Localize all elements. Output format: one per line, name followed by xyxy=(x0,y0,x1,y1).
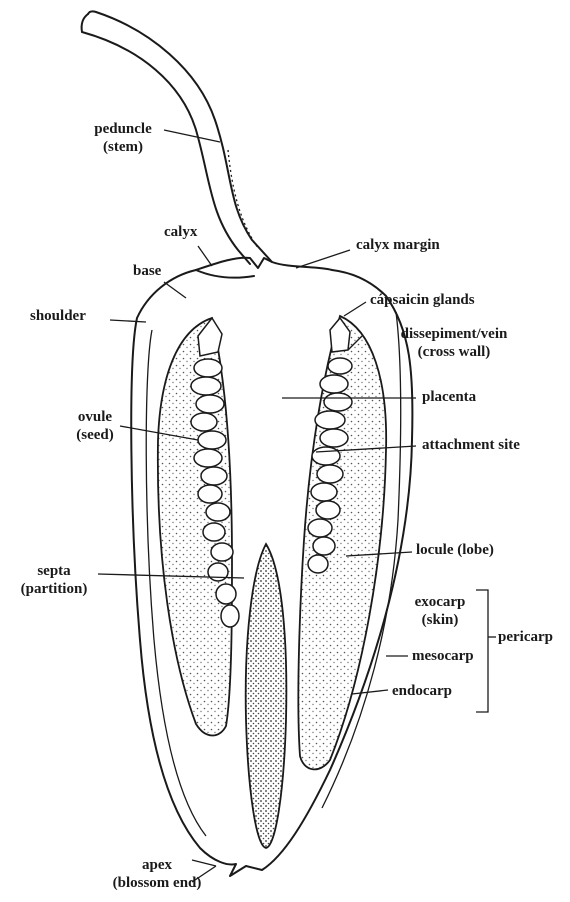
stem-text: (stem) xyxy=(78,138,168,156)
label-dissepiment: dissepiment/vein (cross wall) xyxy=(364,325,544,361)
skin-text: (skin) xyxy=(404,611,476,629)
septa-text: septa xyxy=(6,562,102,580)
label-base: base xyxy=(133,262,161,280)
label-pericarp: pericarp xyxy=(498,628,553,646)
label-septa: septa (partition) xyxy=(6,562,102,598)
label-apex: apex (blossom end) xyxy=(92,856,222,892)
pericarp-bracket xyxy=(476,590,496,712)
apex-text: apex xyxy=(92,856,222,874)
label-peduncle: peduncle (stem) xyxy=(78,120,168,156)
label-mesocarp: mesocarp xyxy=(412,647,474,665)
septum-center xyxy=(246,544,287,848)
partition-text: (partition) xyxy=(6,580,102,598)
label-calyx: calyx xyxy=(164,223,197,241)
cross-wall-text: (cross wall) xyxy=(364,343,544,361)
peduncle-text: peduncle xyxy=(78,120,168,138)
seed-text: (seed) xyxy=(62,426,128,444)
label-exocarp: exocarp (skin) xyxy=(404,593,476,629)
dissepiment-text: dissepiment/vein xyxy=(364,325,544,343)
label-endocarp: endocarp xyxy=(392,682,452,700)
label-placenta: placenta xyxy=(422,388,476,406)
exocarp-text: exocarp xyxy=(404,593,476,611)
calyx-shape xyxy=(196,258,332,278)
blossom-end-text: (blossom end) xyxy=(92,874,222,892)
ovule-text: ovule xyxy=(62,408,128,426)
label-shoulder: shoulder xyxy=(30,307,86,325)
label-ovule: ovule (seed) xyxy=(62,408,128,444)
label-attachment-site: attachment site xyxy=(422,436,520,454)
label-capsaicin-glands: cápsaicin glands xyxy=(370,291,475,309)
label-calyx-margin: calyx margin xyxy=(356,236,440,254)
label-locule: locule (lobe) xyxy=(416,541,494,559)
